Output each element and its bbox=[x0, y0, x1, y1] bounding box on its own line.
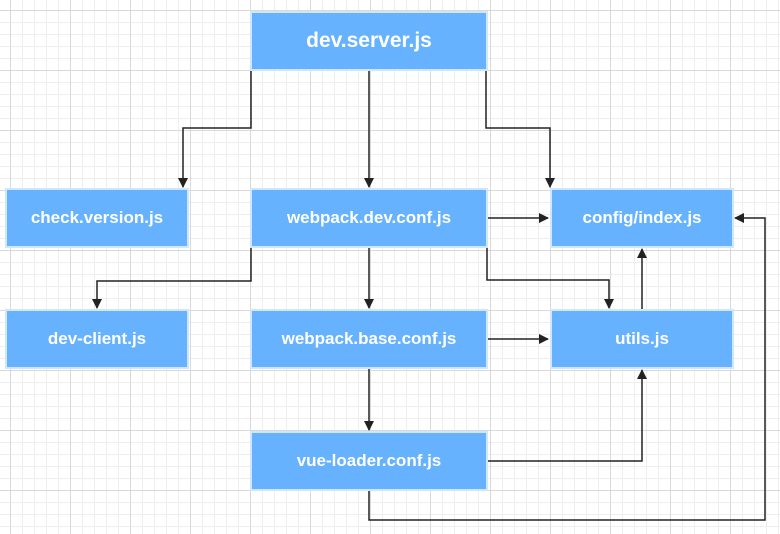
node-vue-loader-conf[interactable]: vue-loader.conf.js bbox=[250, 431, 488, 491]
edge-webpack-dev-conf-to-dev-client bbox=[92, 248, 252, 309]
node-webpack-base-conf[interactable]: webpack.base.conf.js bbox=[250, 309, 488, 369]
edge-webpack-dev-conf-to-utils bbox=[486, 248, 614, 309]
edge-dev-server-to-check-version bbox=[178, 71, 252, 188]
edge-vue-loader-conf-to-config-index bbox=[368, 213, 766, 521]
node-dev-client[interactable]: dev-client.js bbox=[5, 309, 189, 369]
node-webpack-dev-conf[interactable]: webpack.dev.conf.js bbox=[250, 188, 488, 248]
node-dev-server[interactable]: dev.server.js bbox=[250, 11, 488, 71]
node-config-index[interactable]: config/index.js bbox=[550, 188, 734, 248]
edge-dev-server-to-config-index bbox=[485, 71, 555, 188]
node-utils[interactable]: utils.js bbox=[550, 309, 734, 369]
node-check-version[interactable]: check.version.js bbox=[5, 188, 189, 248]
edge-vue-loader-conf-to-utils bbox=[488, 369, 647, 462]
